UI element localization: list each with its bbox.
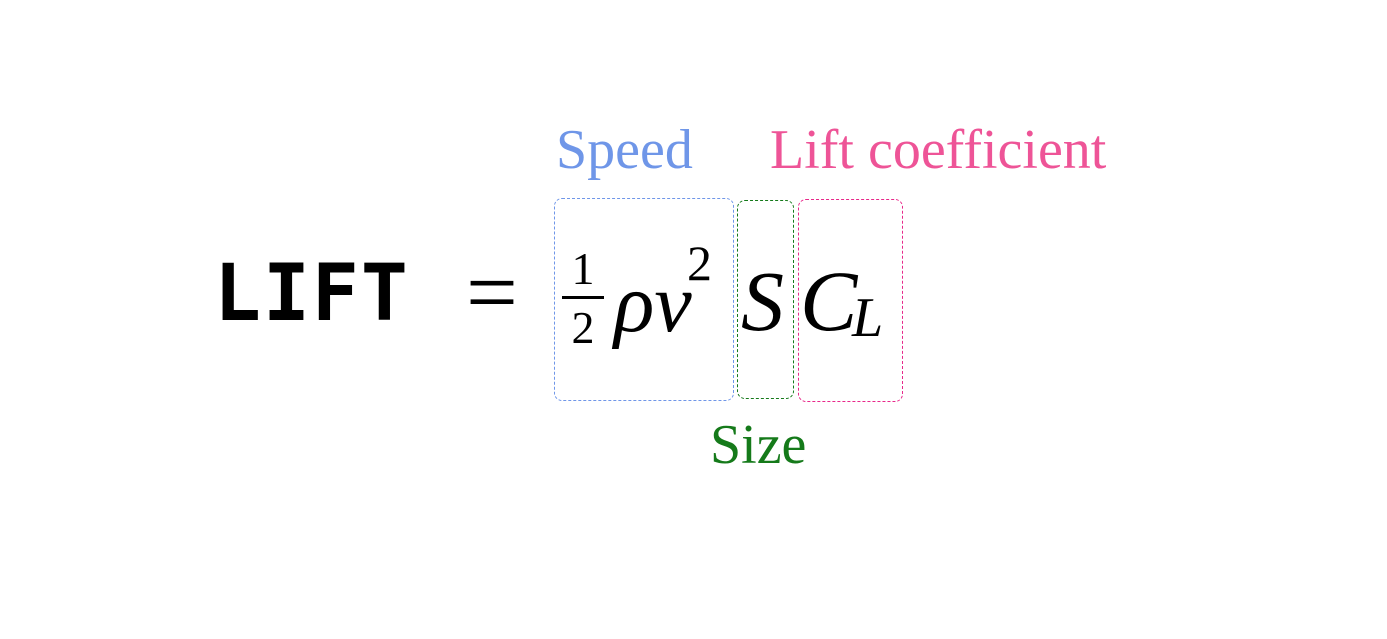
area-symbol: S bbox=[741, 253, 784, 349]
fraction-numerator: 1 bbox=[571, 243, 595, 294]
coefficient-subscript: L bbox=[852, 287, 884, 349]
speed-term-box bbox=[554, 198, 734, 401]
size-term-box bbox=[737, 200, 794, 399]
lift-coefficient-label: Lift coefficient bbox=[770, 119, 1107, 181]
fraction-bar bbox=[562, 296, 604, 299]
velocity-exponent: 2 bbox=[687, 235, 712, 291]
lift-term: LIFT bbox=[214, 249, 410, 339]
one-half-fraction: 1 2 bbox=[562, 246, 604, 351]
coefficient-symbol: C bbox=[800, 253, 858, 349]
fraction-denominator: 2 bbox=[571, 302, 595, 353]
density-velocity-term: ρv bbox=[614, 257, 692, 350]
equals-sign: = bbox=[466, 241, 518, 343]
size-label: Size bbox=[710, 414, 807, 476]
speed-label: Speed bbox=[556, 119, 693, 181]
lift-coefficient-box bbox=[798, 199, 903, 402]
